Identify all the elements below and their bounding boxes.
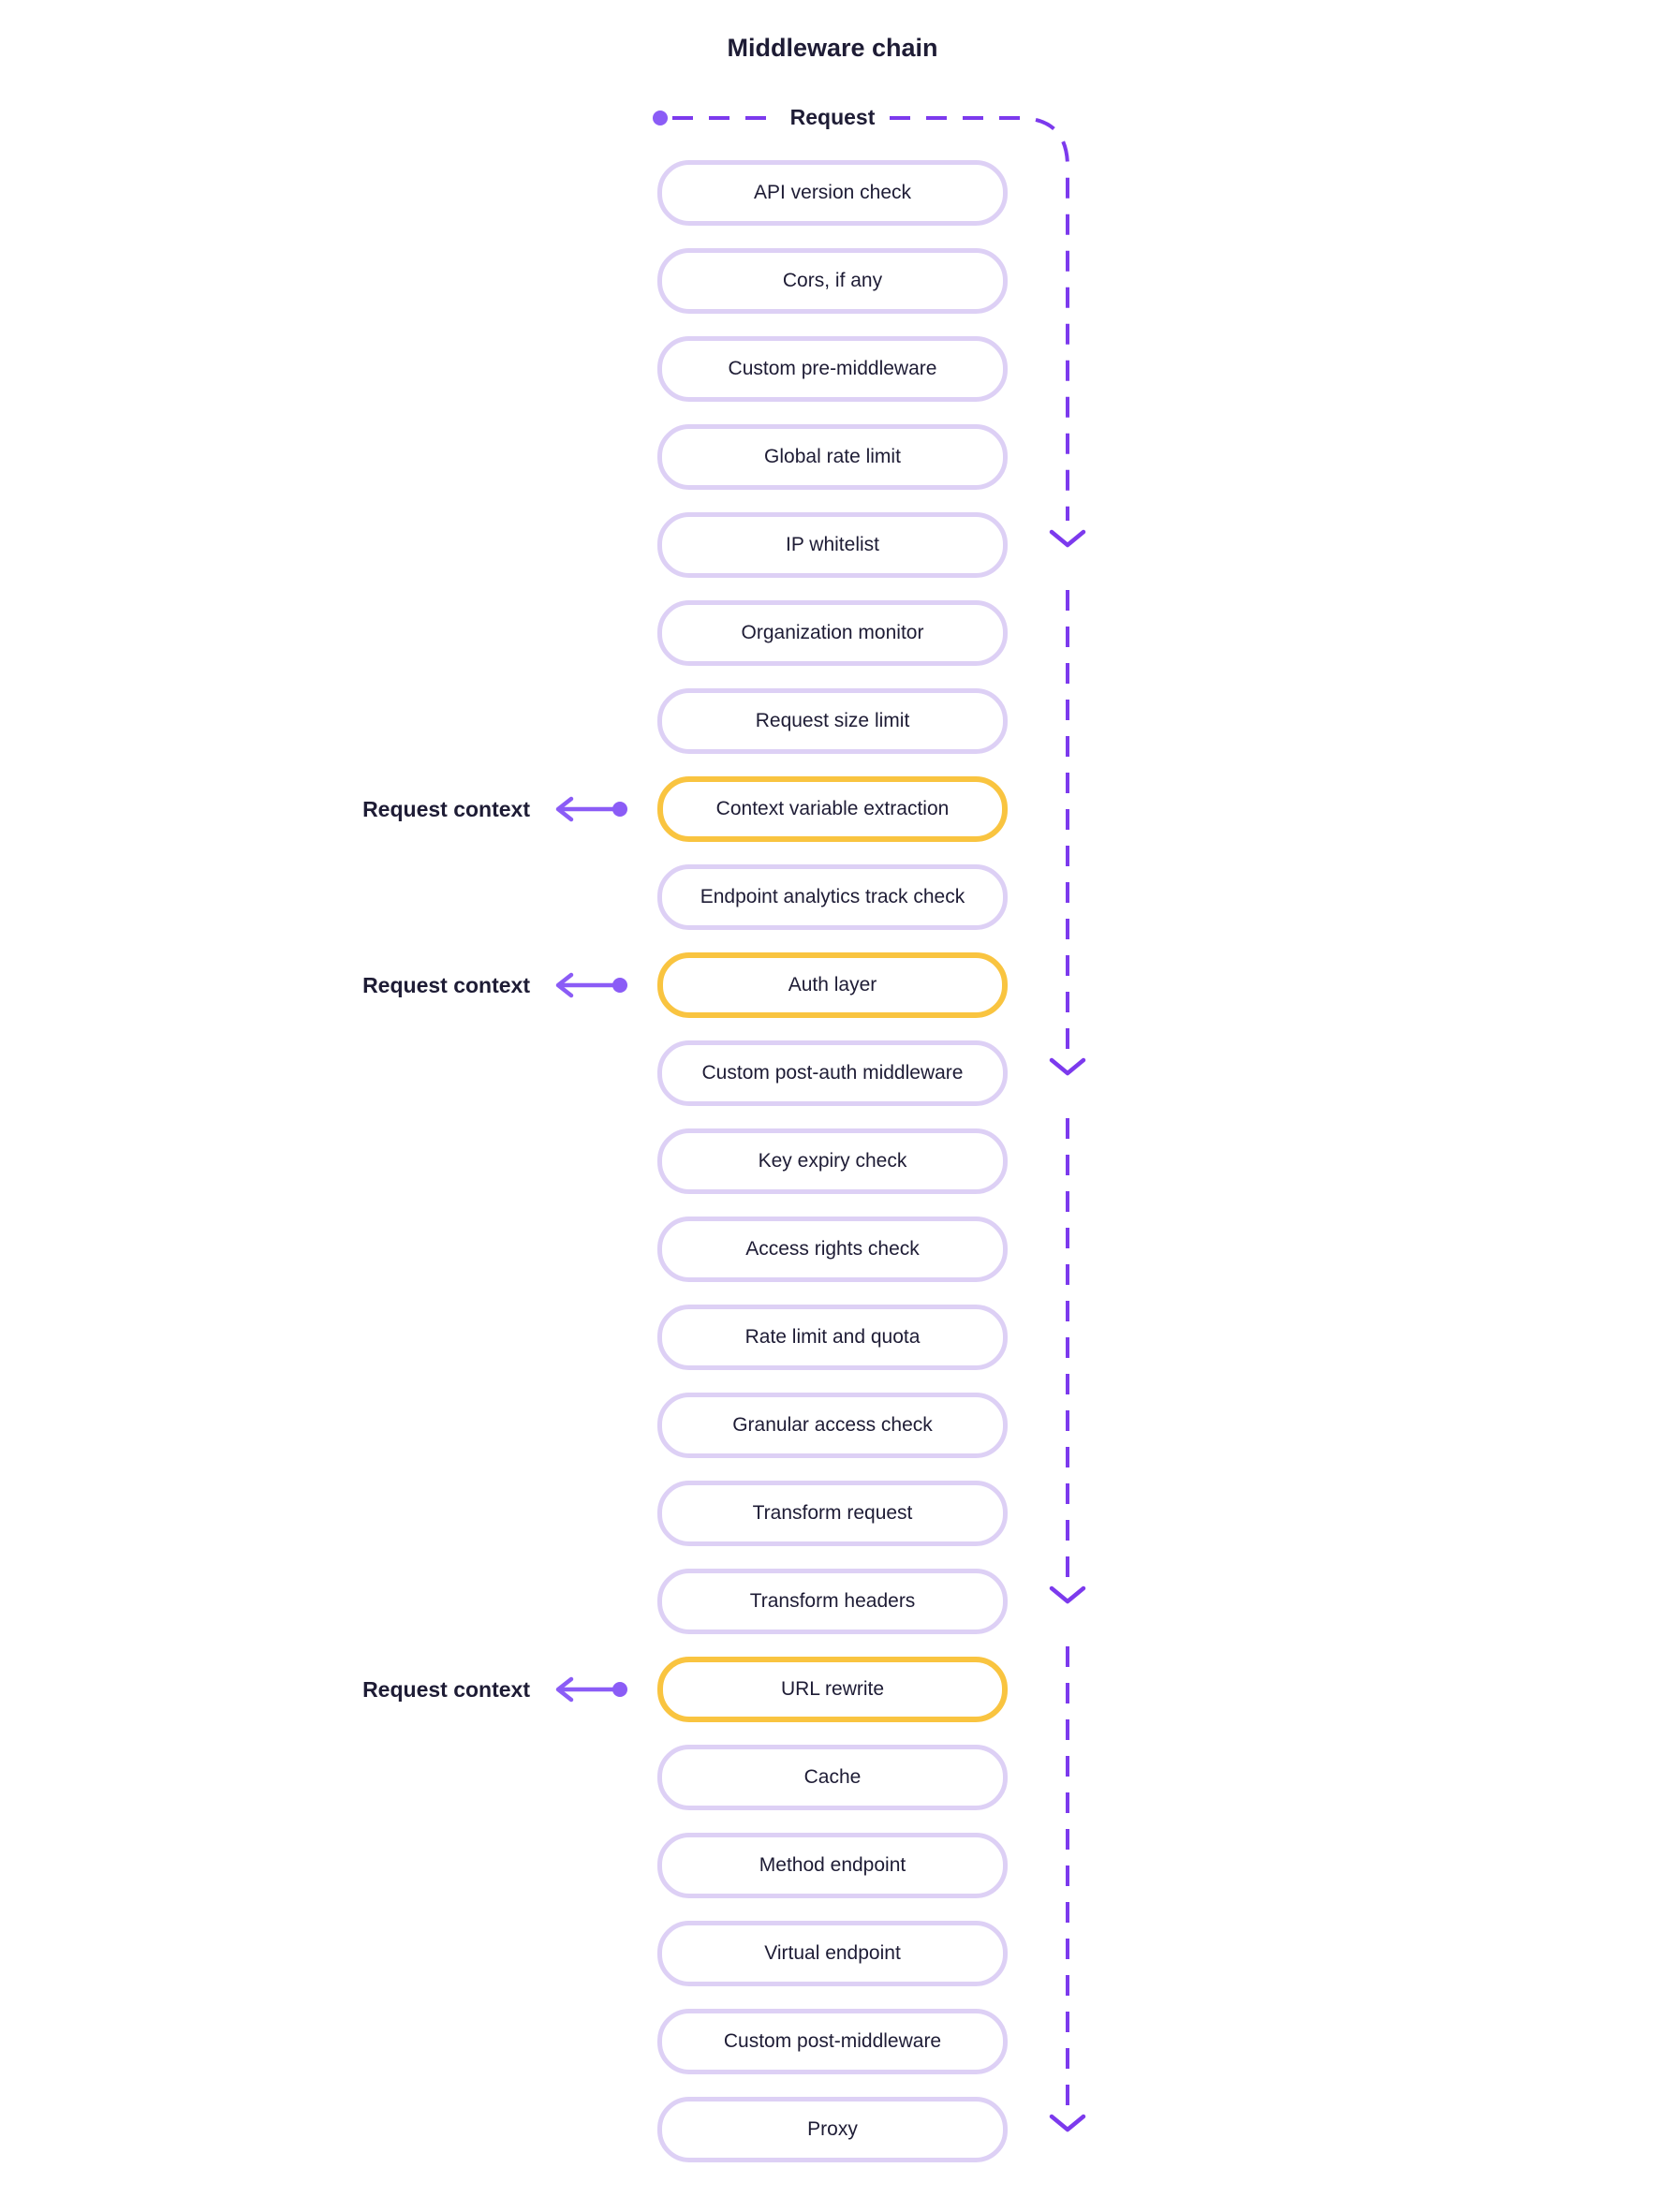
middleware-box: Transform request	[657, 1481, 1008, 1546]
chevron-down-icon	[1049, 529, 1086, 548]
chevron-down-icon	[1049, 2114, 1086, 2132]
middleware-label: Transform request	[752, 1502, 913, 1524]
middleware-box: Global rate limit	[657, 424, 1008, 490]
middleware-box: Transform headers	[657, 1569, 1008, 1634]
middleware-box: Auth layer	[657, 952, 1008, 1018]
middleware-label: Virtual endpoint	[764, 1942, 901, 1964]
middleware-label: Context variable extraction	[715, 798, 950, 819]
middleware-label: Granular access check	[732, 1414, 933, 1436]
middleware-box: Custom post-middleware	[657, 2009, 1008, 2074]
request-context-callout: Request context	[356, 1657, 629, 1722]
middleware-box: Access rights check	[657, 1217, 1008, 1282]
middleware-box: Cache	[657, 1745, 1008, 1810]
middleware-box: Organization monitor	[657, 600, 1008, 666]
request-context-label: Request context	[362, 972, 530, 997]
request-label: Request	[789, 105, 876, 129]
chevron-down-icon	[1049, 1585, 1086, 1604]
middleware-label: Custom post-middleware	[723, 2030, 942, 2052]
middleware-box: Method endpoint	[657, 1833, 1008, 1898]
middleware-label: Endpoint analytics track check	[700, 886, 965, 907]
middleware-box: API version check	[657, 160, 1008, 226]
middleware-label: Custom post-auth middleware	[701, 1062, 964, 1084]
arrow-left-icon	[555, 972, 627, 998]
middleware-label: Cache	[803, 1766, 862, 1788]
middleware-label: Proxy	[807, 2118, 858, 2140]
middleware-label: Auth layer	[788, 974, 877, 995]
middleware-label: Global rate limit	[764, 446, 901, 467]
middleware-box: Endpoint analytics track check	[657, 864, 1008, 930]
middleware-box: Request size limit	[657, 688, 1008, 754]
middleware-label: API version check	[753, 182, 912, 203]
middleware-box: Rate limit and quota	[657, 1305, 1008, 1370]
request-context-label: Request context	[362, 1676, 530, 1702]
middleware-label: Key expiry check	[758, 1150, 907, 1172]
middleware-label: Access rights check	[745, 1238, 920, 1260]
middleware-box: Virtual endpoint	[657, 1921, 1008, 1986]
middleware-box: Custom pre-middleware	[657, 336, 1008, 402]
middleware-label: URL rewrite	[780, 1678, 885, 1700]
middleware-box: IP whitelist	[657, 512, 1008, 578]
page-title: Middleware chain	[727, 34, 938, 62]
middleware-box: Context variable extraction	[657, 776, 1008, 842]
middleware-box: URL rewrite	[657, 1657, 1008, 1722]
arrow-left-icon	[555, 796, 627, 822]
middleware-box: Proxy	[657, 2097, 1008, 2162]
middleware-box: Key expiry check	[657, 1128, 1008, 1194]
request-context-callout: Request context	[356, 776, 629, 842]
middleware-label: Transform headers	[749, 1590, 916, 1612]
request-context-label: Request context	[362, 796, 530, 821]
request-context-callout: Request context	[356, 952, 629, 1018]
middleware-label: Custom pre-middleware	[728, 358, 937, 379]
middleware-label: Method endpoint	[759, 1854, 906, 1876]
middleware-label: Request size limit	[755, 710, 910, 731]
middleware-box: Custom post-auth middleware	[657, 1040, 1008, 1106]
middleware-label: IP whitelist	[786, 534, 879, 555]
middleware-label: Rate limit and quota	[744, 1326, 921, 1348]
middleware-label: Organization monitor	[741, 622, 924, 643]
middleware-label: Cors, if any	[782, 270, 883, 291]
middleware-box: Granular access check	[657, 1393, 1008, 1458]
middleware-box: Cors, if any	[657, 248, 1008, 314]
chevron-down-icon	[1049, 1057, 1086, 1076]
arrow-left-icon	[555, 1676, 627, 1703]
